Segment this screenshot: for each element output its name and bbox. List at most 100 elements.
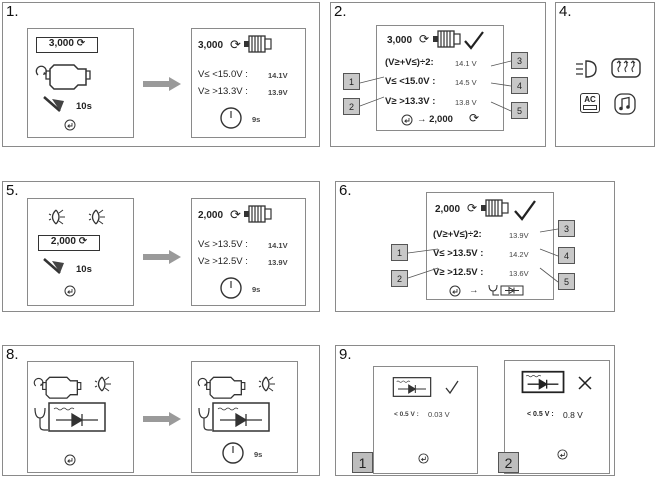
reading-min-label: V≥ >12.5V : bbox=[433, 267, 484, 278]
reading-max-value: 14.2V bbox=[509, 250, 529, 259]
callout-label-3: 3 bbox=[558, 220, 575, 237]
screen-check: 3,000 ⟳ (V≥+V≤)÷2: 14.1 V V≤ <15.0V : 14… bbox=[376, 25, 504, 131]
timer-value: 9s bbox=[254, 450, 263, 459]
enter-icon bbox=[557, 449, 568, 460]
callout-label-2: 2 bbox=[343, 98, 360, 115]
engine-icon bbox=[35, 64, 91, 90]
reading-max-value: 14.1V bbox=[268, 71, 288, 80]
rpm-value: 2,000 bbox=[50, 236, 76, 247]
reading-min-label: V≥ >12.5V : bbox=[198, 256, 248, 267]
reading-max-label: V≤ <15.0V : bbox=[198, 69, 248, 80]
screen-start bbox=[27, 361, 134, 473]
ac-bar bbox=[583, 105, 597, 110]
rpm-value: 3,000 bbox=[198, 40, 224, 51]
stethoscope-icon bbox=[198, 407, 212, 431]
panel-1: 1. 3,000 ⟳ 10s 3,000 ⟳ bbox=[2, 2, 320, 147]
average-value: 13.9V bbox=[509, 231, 529, 240]
callout-label-2: 2 bbox=[391, 270, 408, 287]
callout-lines bbox=[359, 60, 512, 112]
headlight-on-icon bbox=[94, 376, 111, 392]
enter-icon bbox=[64, 454, 76, 466]
callout-label-1: 1 bbox=[391, 244, 408, 261]
timer-value: 9s bbox=[252, 285, 261, 294]
headlight-on-icon bbox=[88, 209, 105, 225]
rpm-display: 2,000 ⟳ bbox=[38, 235, 100, 251]
rear-defrost-icon bbox=[611, 58, 641, 78]
reading-min-label: V≥ >13.3V : bbox=[198, 86, 248, 97]
measured-value: 0.8 V bbox=[563, 410, 583, 420]
panel-5: 5. 2,000 ⟳ 10s 2,000 ⟳ bbox=[2, 181, 320, 312]
key-turn-icon bbox=[43, 96, 64, 112]
check-icon bbox=[514, 200, 536, 221]
screen-result: 3,000 ⟳ V≤ <15.0V : 14.1V V≥ >13.3V : 13… bbox=[191, 28, 306, 138]
alternator-icon bbox=[433, 30, 461, 48]
rotate-icon: ⟳ bbox=[230, 37, 241, 52]
flow-arrow bbox=[143, 412, 181, 426]
reading-min-value: 13.8 V bbox=[455, 98, 477, 107]
enter-icon bbox=[449, 285, 461, 297]
next-rpm: → 2,000 bbox=[417, 114, 453, 125]
enter-icon bbox=[401, 114, 413, 126]
callout-label-5: 5 bbox=[558, 273, 575, 290]
panel-6: 6. 2,000 ⟳ (V≥+V≤)÷2: 13.9V V≤ >13.5V : … bbox=[335, 181, 615, 312]
panel-4: 4. AC bbox=[555, 2, 655, 147]
screen-result: 2,000 ⟳ V≤ >13.5V : 14.1V V≥ >12.5V : 13… bbox=[191, 198, 306, 306]
panel-2: 2. 3,000 ⟳ (V≥+V≤)÷2: 14.1 V V≤ <15.0V :… bbox=[330, 2, 546, 147]
alternator-icon bbox=[481, 199, 509, 217]
rotate-icon: ⟳ bbox=[76, 38, 86, 49]
screen-result: 9s bbox=[191, 361, 298, 473]
key-turn-icon bbox=[43, 258, 64, 274]
next-step-arrow: → bbox=[469, 285, 479, 296]
reading-max-value: 14.5 V bbox=[455, 78, 477, 87]
reading-min-label: V≥ >13.3V : bbox=[385, 96, 436, 107]
check-icon bbox=[445, 380, 459, 395]
enter-icon bbox=[418, 453, 429, 464]
flow-arrow bbox=[143, 250, 181, 264]
panel-number: 8. bbox=[6, 346, 19, 363]
engine-icon bbox=[197, 376, 246, 399]
reading-min-value: 13.9V bbox=[268, 258, 288, 267]
rotate-icon: ⟳ bbox=[419, 32, 430, 46]
diode-display-icon bbox=[521, 370, 565, 394]
headlight-icon bbox=[576, 60, 597, 78]
screen-start: 2,000 ⟳ 10s bbox=[27, 198, 134, 306]
engine-icon bbox=[33, 376, 82, 399]
check-icon bbox=[464, 31, 484, 50]
stethoscope-icon bbox=[34, 407, 48, 431]
enter-icon bbox=[64, 285, 76, 297]
panel-number: 1. bbox=[6, 3, 19, 20]
callout-label-1: 1 bbox=[352, 452, 373, 473]
music-icon bbox=[614, 93, 636, 115]
screen-check: 2,000 ⟳ (V≥+V≤)÷2: 13.9V V≤ >13.5V : 14.… bbox=[426, 192, 554, 300]
ac-icon: AC bbox=[580, 93, 600, 113]
headlight-on-icon bbox=[48, 209, 65, 225]
flow-arrow bbox=[143, 77, 181, 91]
alternator-icon bbox=[244, 205, 272, 223]
panel-number: 9. bbox=[339, 346, 352, 363]
rotate-icon: ⟳ bbox=[467, 201, 478, 215]
diode-display-icon bbox=[48, 402, 106, 432]
reading-max-label: V≤ >13.5V : bbox=[433, 248, 484, 259]
rpm-value: 2,000 bbox=[198, 210, 224, 221]
threshold-label: < 0.5 V : bbox=[527, 411, 554, 418]
reading-min-value: 13.9V bbox=[268, 88, 288, 97]
callout-label-4: 4 bbox=[558, 247, 575, 264]
callout-label-2: 2 bbox=[498, 452, 519, 473]
rotate-icon: ⟳ bbox=[469, 111, 480, 125]
timer-value: 9s bbox=[252, 115, 261, 124]
panel-number: 2. bbox=[334, 3, 347, 20]
callout-label-1: 1 bbox=[343, 73, 360, 90]
ac-label: AC bbox=[584, 95, 596, 104]
rotate-icon: ⟳ bbox=[230, 207, 241, 222]
timer-icon bbox=[220, 277, 242, 299]
screen-pass: < 0.5 V : 0.03 V bbox=[373, 366, 478, 474]
alternator-icon bbox=[244, 35, 272, 53]
callout-label-3: 3 bbox=[511, 52, 528, 69]
diode-test-icon bbox=[488, 284, 524, 296]
duration-label: 10s bbox=[76, 101, 92, 112]
measured-value: 0.03 V bbox=[428, 410, 450, 419]
callout-lines bbox=[407, 228, 559, 283]
headlight-on-icon bbox=[258, 376, 275, 392]
reading-max-value: 14.1V bbox=[268, 241, 288, 250]
panel-number: 5. bbox=[6, 182, 19, 199]
